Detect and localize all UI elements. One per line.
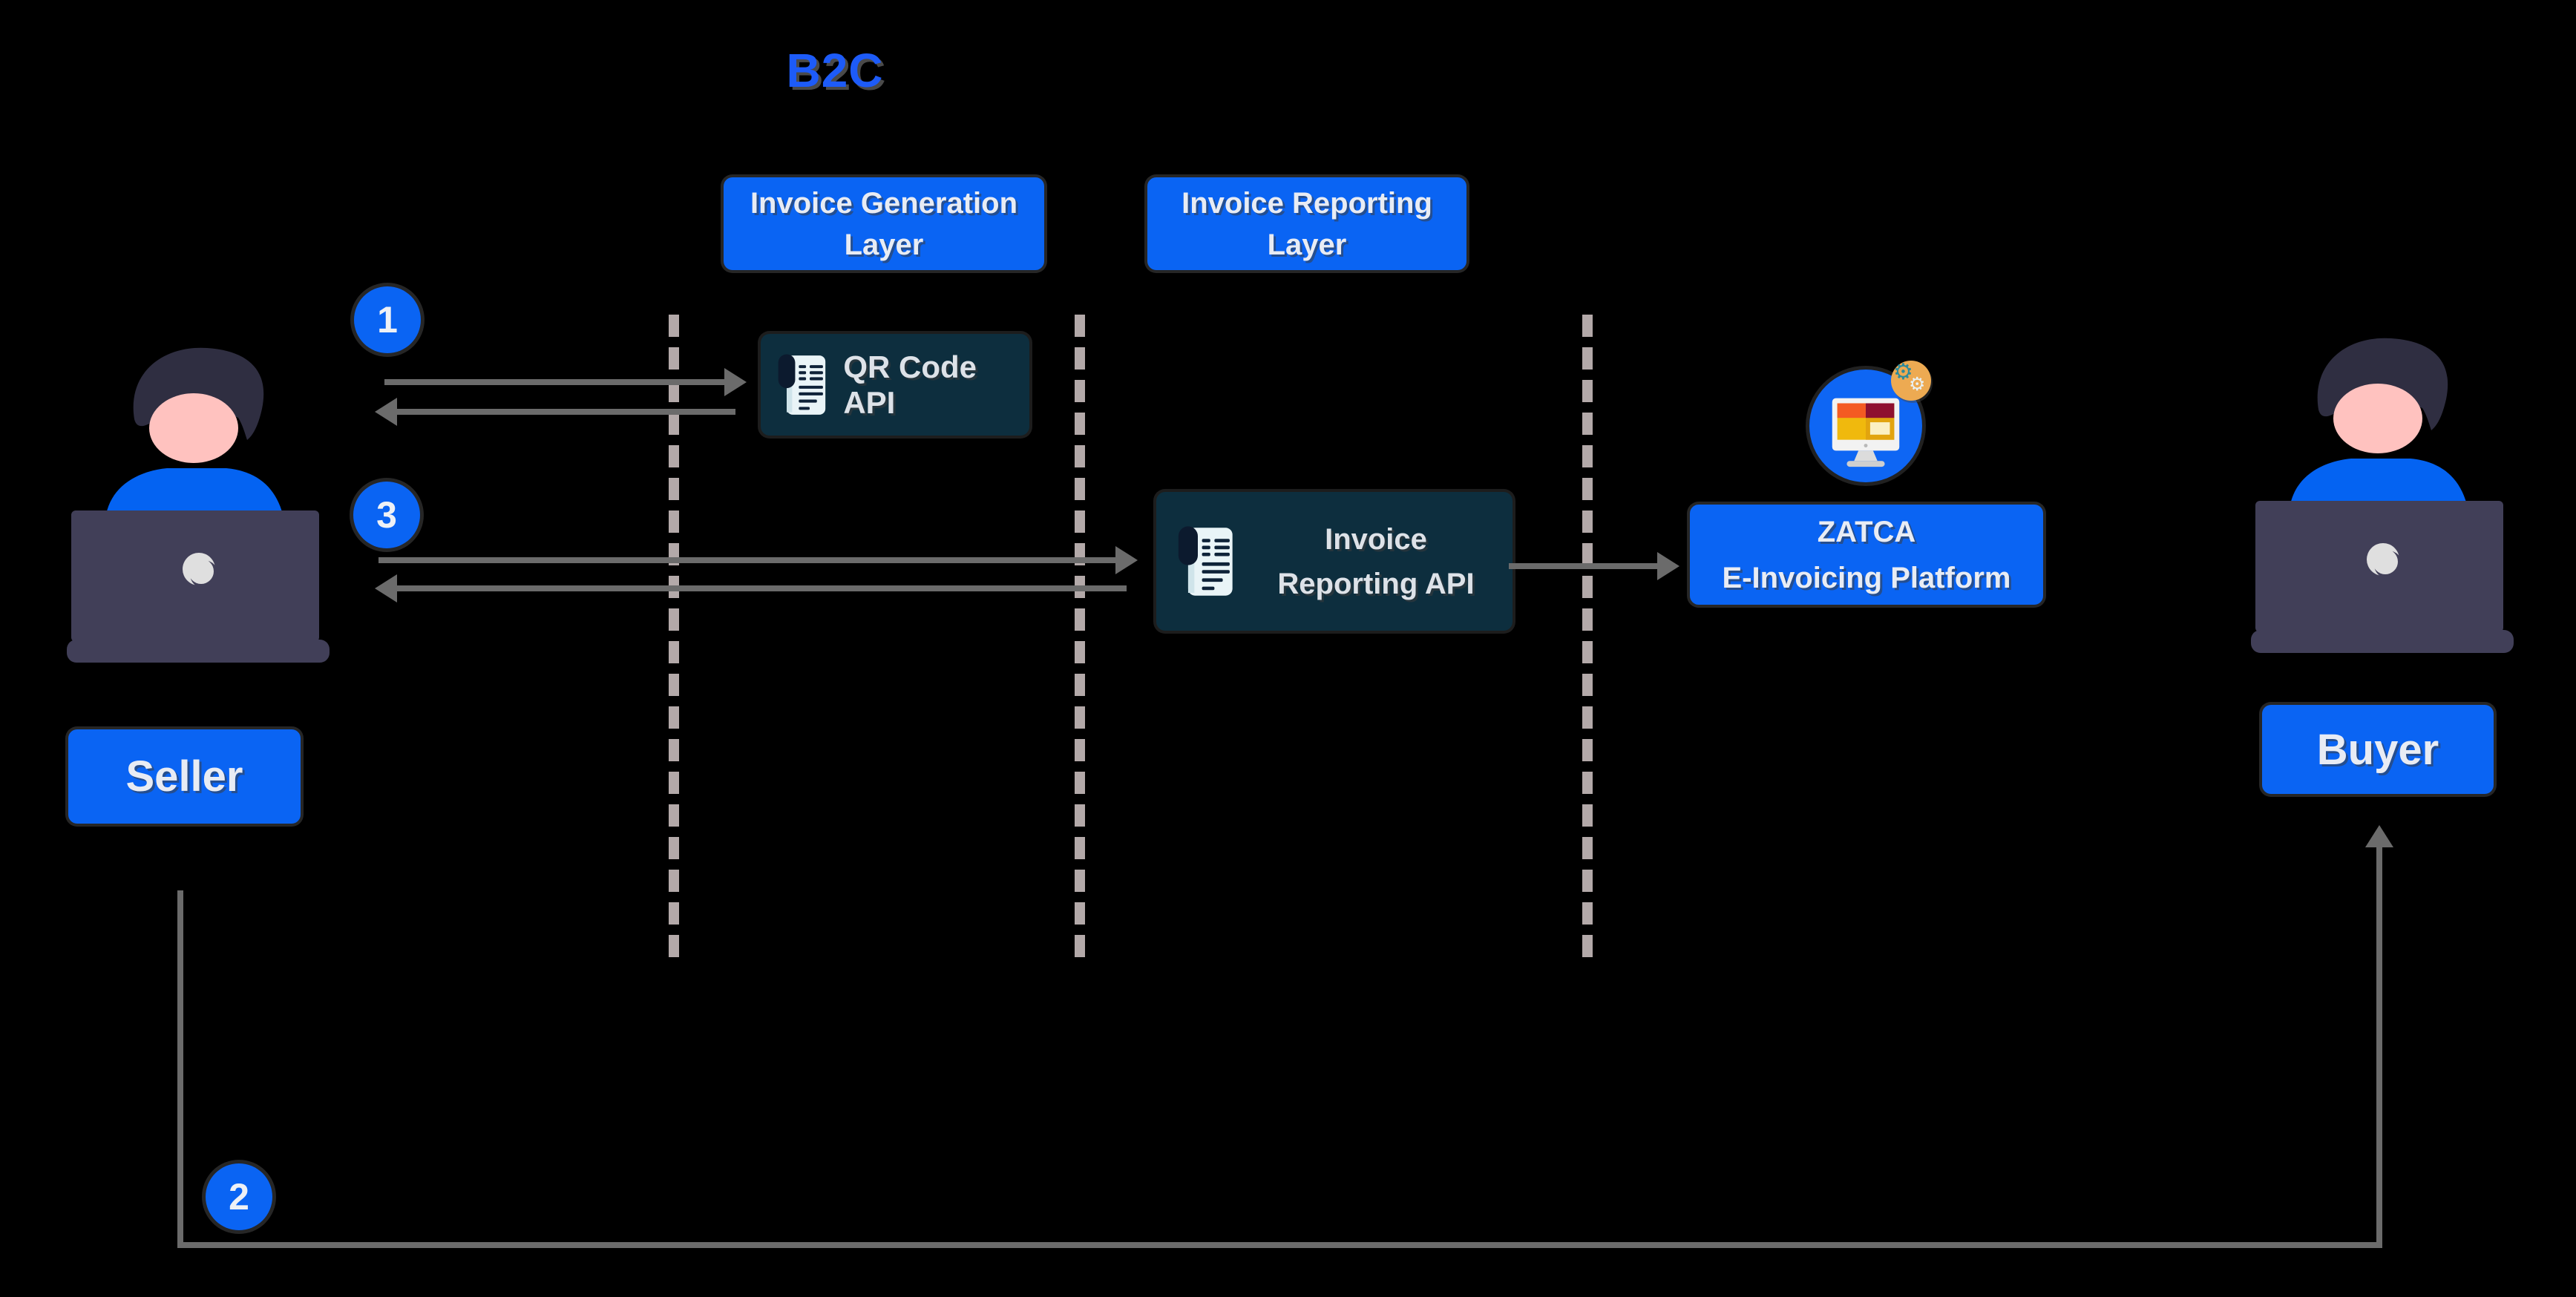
layer-label-line1: Invoice Reporting [1182,186,1432,220]
arrow-reporting-to-zatca-line [1509,563,1659,569]
lifeline-left [669,315,679,957]
receipt-icon [778,353,826,415]
connector-buyer-up-head [2365,825,2393,847]
buyer-label-box: Buyer [2262,705,2494,794]
gear-icon: ⚙ [1909,374,1926,395]
arrow-qr-to-seller-line [396,409,735,415]
seller-label-box: Seller [68,729,301,824]
step-3-number: 3 [376,494,397,536]
buyer-label: Buyer [2316,725,2439,774]
gear-icon: ⚙ [1893,360,1913,384]
step-2-badge: 2 [206,1163,272,1230]
step-1-badge: 1 [354,286,421,353]
arrow-seller-to-reporting-head [1115,546,1138,574]
layer-label-line1: Invoice Generation [750,186,1018,220]
monitor-icon [1832,398,1900,467]
zatca-line1: ZATCA [1817,515,1916,548]
gears-badge-icon: ⚙ ⚙ [1891,360,1931,401]
buyer-person-figure [2251,338,2514,653]
connector-bottom-line [177,1242,2382,1248]
reporting-api-line1: Invoice [1325,522,1427,556]
seller-person-figure [67,347,330,663]
lifeline-middle [1075,315,1085,957]
connector-seller-down-line [177,890,183,1248]
arrow-reporting-to-seller-line [396,585,1127,591]
qr-api-label: QR Code API [843,349,977,420]
receipt-icon [1178,525,1233,596]
zatca-platform-node: ZATCA E-Invoicing Platform [1690,505,2043,605]
reporting-api-line2: Reporting API [1277,567,1475,600]
step-3-badge: 3 [353,482,420,548]
arrow-reporting-to-zatca-head [1657,552,1679,580]
reporting-api-label: Invoice Reporting API [1239,517,1513,606]
step-1-number: 1 [377,299,398,341]
invoice-generation-layer-header: Invoice Generation Layer [724,177,1044,270]
invoice-reporting-layer-header: Invoice Reporting Layer [1147,177,1466,270]
zatca-line2: E-Invoicing Platform [1722,561,2011,594]
arrow-seller-to-qr-head [724,368,747,396]
zatca-platform-icon [1809,370,1922,482]
connector-buyer-up-line [2376,846,2382,1248]
qr-code-api-node: QR Code API [761,334,1029,436]
diagram-title: B2C [786,44,884,97]
step-2-number: 2 [229,1176,249,1218]
invoice-reporting-api-node: Invoice Reporting API [1156,492,1513,631]
arrow-seller-to-reporting-line [378,557,1117,563]
arrow-reporting-to-seller-head [375,574,397,602]
layer-label-line2: Layer [844,228,924,261]
arrow-qr-to-seller-head [375,398,397,426]
arrow-seller-to-qr-line [384,379,726,385]
layer-label-line2: Layer [1267,228,1347,261]
seller-label: Seller [125,752,243,801]
lifeline-right [1582,315,1593,957]
